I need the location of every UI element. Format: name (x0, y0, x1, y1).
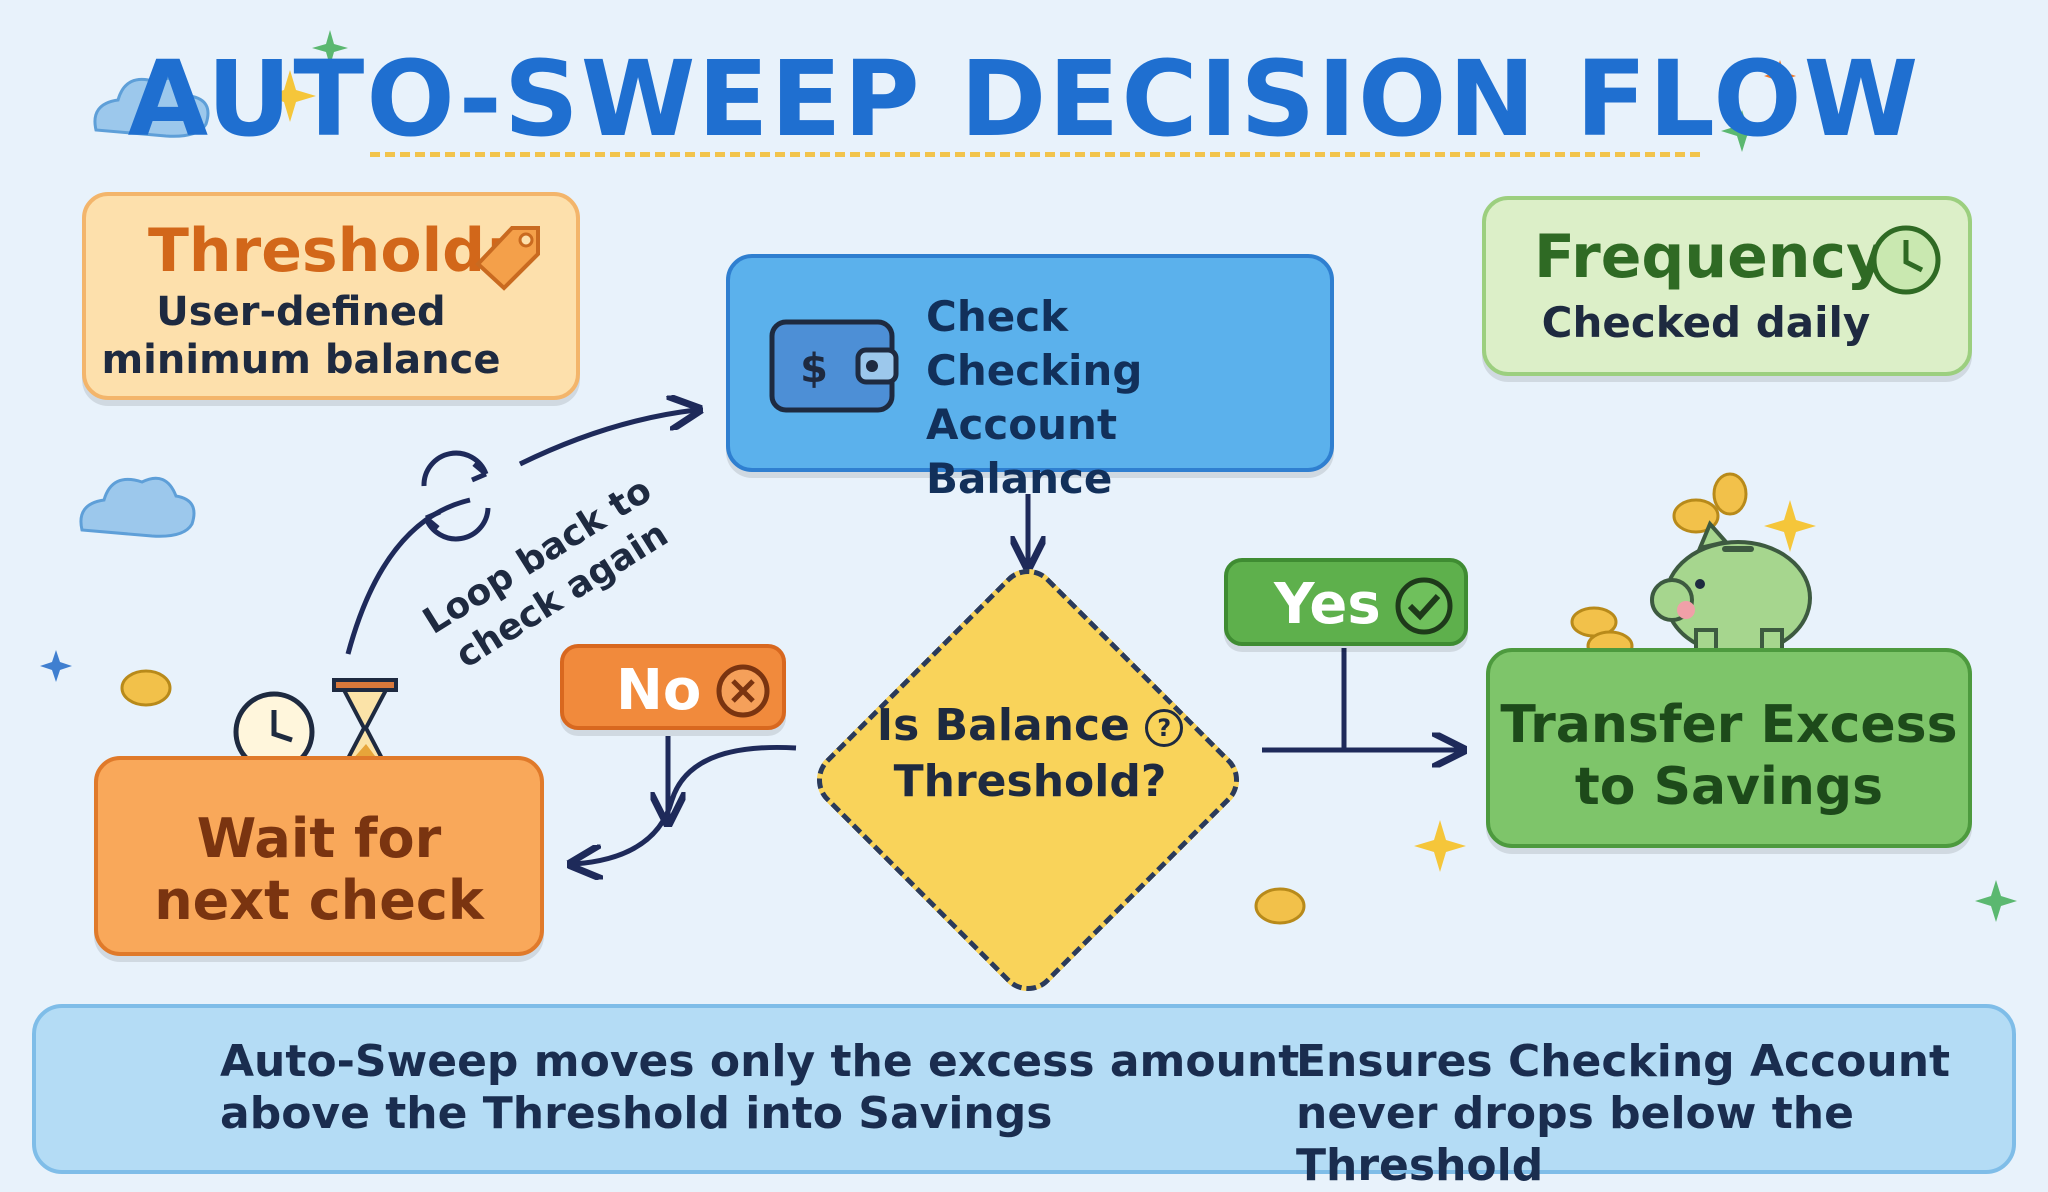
yes-branch-badge: Yes (1224, 558, 1468, 646)
check-line-1: Check (926, 292, 1069, 341)
title-underline (370, 152, 1700, 157)
excess-note-line-2: above the Threshold into Savings (220, 1088, 1053, 1139)
transfer-line-2: to Savings (1574, 757, 1884, 817)
transfer-label: Transfer Excess to Savings (1490, 694, 1968, 818)
decision-line-1: Is Balance (876, 700, 1146, 751)
frequency-title: Frequency: (1534, 222, 1910, 292)
clock-icon (233, 691, 315, 773)
frequency-description: Checked daily (1541, 298, 1871, 347)
wait-line-1: Wait for (196, 807, 442, 870)
no-branch-badge: No (560, 644, 786, 730)
wait-line-2: next check (154, 869, 484, 932)
cloud-icon (93, 76, 210, 138)
safety-note-line-1: Ensures Checking Account (1296, 1036, 1951, 1087)
yes-label: Yes (1274, 572, 1381, 637)
check-line-2: Checking Account (926, 346, 1143, 449)
check-balance-step: $ Check Checking Account Balance (726, 254, 1334, 503)
decision-line-2: Threshold? (893, 756, 1167, 807)
excess-note-line-1: Auto-Sweep moves only the excess amount (220, 1036, 1300, 1087)
question-icon: ? (1145, 709, 1184, 747)
threshold-title: Threshold: (148, 216, 510, 286)
svg-text:$: $ (800, 346, 828, 392)
clock-icon (1871, 225, 1941, 295)
check-line-3: Balance (926, 454, 1113, 503)
frequency-card: Frequency: Checked daily (1482, 196, 1972, 376)
wait-step: Wait for next check (94, 756, 544, 956)
threshold-line-1: User-defined (156, 289, 446, 335)
threshold-line-2: minimum balance (101, 337, 501, 383)
cloud-icon (79, 476, 196, 538)
sparkle-icon (40, 30, 2017, 922)
check-step-label: Check Checking Account Balance (926, 290, 1330, 506)
piggy-bank-icon (1650, 520, 1812, 662)
transfer-step: Transfer Excess to Savings (1486, 648, 1972, 848)
info-banner: Auto-Sweep moves only the excess amount … (32, 1004, 2016, 1191)
price-tag-icon (475, 226, 540, 291)
safety-note-line-2: never drops below the Threshold (1296, 1088, 1854, 1191)
wait-label: Wait for next check (98, 808, 540, 932)
safety-note: Ensures Checking Account never drops bel… (1296, 1036, 2012, 1192)
check-circle-icon (1395, 577, 1453, 635)
wallet-icon: $ (769, 319, 899, 413)
threshold-description: User-defined minimum balance (86, 288, 516, 384)
threshold-card: Threshold: User-defined minimum balance (82, 192, 580, 400)
x-circle-icon (716, 664, 770, 718)
page-title: AUTO-SWEEP DECISION FLOW (127, 38, 1921, 160)
excess-note: Auto-Sweep moves only the excess amount … (220, 1036, 1299, 1140)
no-label: No (616, 658, 702, 723)
decision-label: Is Balance ? Threshold? (860, 698, 1200, 810)
transfer-line-1: Transfer Excess (1500, 695, 1958, 755)
refresh-icon (421, 450, 491, 542)
